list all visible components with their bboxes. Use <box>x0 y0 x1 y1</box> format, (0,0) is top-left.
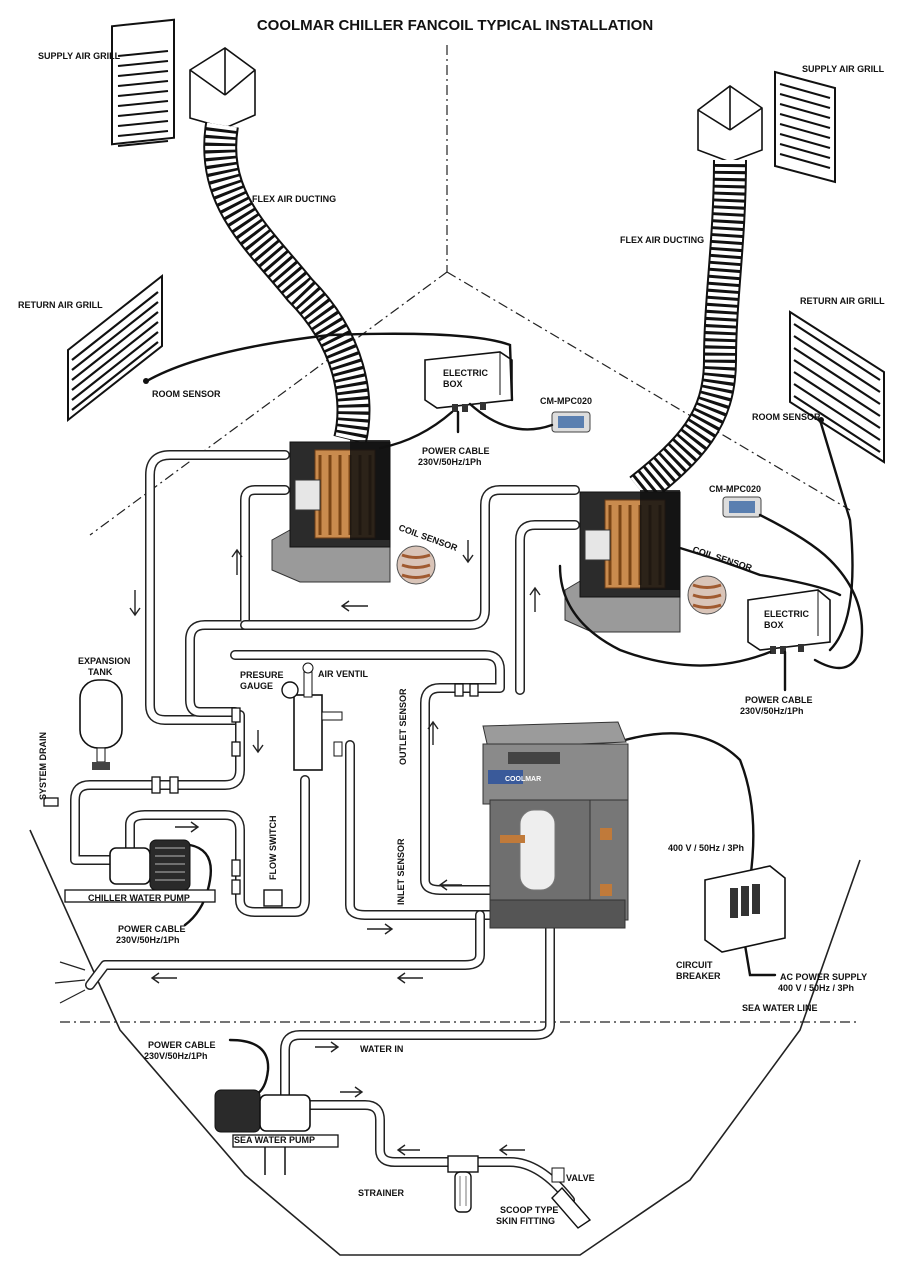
label-power-cable-sea-1: POWER CABLE <box>148 1040 216 1050</box>
supply-air-grill-right <box>774 70 836 184</box>
electrical-cables <box>143 332 864 1097</box>
controller-left <box>551 411 591 433</box>
pipe-valves <box>43 683 479 895</box>
label-room-sensor-right: ROOM SENSOR <box>752 412 821 422</box>
label-electric-box-right-2: BOX <box>764 620 784 630</box>
expansion-tank <box>79 679 123 770</box>
room-sensor-left <box>143 378 149 384</box>
controller-right <box>722 496 762 518</box>
label-return-air-grill-right: RETURN AIR GRILL <box>800 296 885 306</box>
circuit-breaker <box>704 865 786 953</box>
hull-outline <box>29 829 861 1256</box>
label-ac-power-supply-1: AC POWER SUPPLY <box>780 972 867 982</box>
label-supply-air-grill-left: SUPPLY AIR GRILL <box>38 51 121 61</box>
chiller-brand: COOLMAR <box>505 776 541 783</box>
label-return-air-grill-left: RETURN AIR GRILL <box>18 300 103 310</box>
label-power-cable-pump-1: POWER CABLE <box>118 924 186 934</box>
scoop-skin-fitting <box>551 1167 592 1229</box>
chilled-water-piping <box>70 450 580 1205</box>
label-sea-water-pump: SEA WATER PUMP <box>234 1135 315 1145</box>
coil-sensor-inset-right <box>687 575 727 615</box>
coil-sensor-inset-left <box>396 545 436 585</box>
label-valve: VALVE <box>566 1173 595 1183</box>
label-system-drain: SYSTEM DRAIN <box>38 732 48 800</box>
chiller-water-pump <box>64 839 216 903</box>
label-strainer: STRAINER <box>358 1188 405 1198</box>
label-flex-air-ducting-left: FLEX AIR DUCTING <box>252 194 336 204</box>
label-air-ventil: AIR VENTIL <box>318 669 369 679</box>
label-power-cable-left-1: POWER CABLE <box>422 446 490 456</box>
label-expansion-tank-1: EXPANSION <box>78 656 130 666</box>
label-circuit-breaker-1: CIRCUIT <box>676 960 713 970</box>
label-presure-gauge-1: PRESURE <box>240 670 284 680</box>
flow-arrows <box>129 540 541 1156</box>
flow-switch <box>263 889 283 907</box>
label-outlet-sensor: OUTLET SENSOR <box>398 688 408 765</box>
return-air-grill-left <box>67 273 163 423</box>
label-circuit-breaker-2: BREAKER <box>676 971 721 981</box>
sea-valve <box>551 1167 565 1183</box>
label-inlet-sensor: INLET SENSOR <box>396 838 406 905</box>
sea-water-pump <box>214 1089 339 1175</box>
return-air-grill-right <box>789 310 885 464</box>
air-separator <box>281 662 343 771</box>
label-electric-box-left-1: ELECTRIC <box>443 368 489 378</box>
label-expansion-tank-2: TANK <box>88 667 113 677</box>
label-flex-air-ducting-right: FLEX AIR DUCTING <box>620 235 704 245</box>
fancoil-unit-left <box>271 440 391 583</box>
room-sensor-right <box>818 417 824 423</box>
label-room-sensor-left: ROOM SENSOR <box>152 389 221 399</box>
label-power-cable-pump-2: 230V/50Hz/1Ph <box>116 935 180 945</box>
label-scoop-1: SCOOP TYPE <box>500 1205 558 1215</box>
label-scoop-2: SKIN FITTING <box>496 1216 555 1226</box>
label-power-cable-left-2: 230V/50Hz/1Ph <box>418 457 482 467</box>
diagram-title: COOLMAR CHILLER FANCOIL TYPICAL INSTALLA… <box>257 17 653 34</box>
label-cm-mpc020-left: CM-MPC020 <box>540 396 592 406</box>
label-ac-power-supply-2: 400 V / 50Hz / 3Ph <box>778 983 854 993</box>
label-supply-air-grill-right: SUPPLY AIR GRILL <box>802 64 885 74</box>
label-sea-water-line: SEA WATER LINE <box>742 1003 818 1013</box>
label-cm-mpc020-right: CM-MPC020 <box>709 484 761 494</box>
label-water-in: WATER IN <box>360 1044 403 1054</box>
pressure-gauge <box>281 681 299 699</box>
label-power-cable-right-1: POWER CABLE <box>745 695 813 705</box>
label-presure-gauge-2: GAUGE <box>240 681 273 691</box>
label-electric-box-left-2: BOX <box>443 379 463 389</box>
flex-air-duct-left <box>203 122 371 445</box>
label-coil-sensor-right: COIL SENSOR <box>691 544 753 573</box>
label-three-phase: 400 V / 50Hz / 3Ph <box>668 843 744 853</box>
overboard-discharge <box>54 961 86 1004</box>
supply-air-grill-left <box>111 18 175 147</box>
label-power-cable-sea-2: 230V/50Hz/1Ph <box>144 1051 208 1061</box>
strainer <box>447 1155 479 1213</box>
label-flow-switch: FLOW SWITCH <box>268 816 278 881</box>
chiller-unit: COOLMAR <box>482 721 629 929</box>
supply-plenum-left <box>189 47 256 129</box>
supply-plenum-right <box>697 85 763 163</box>
label-chiller-water-pump: CHILLER WATER PUMP <box>88 893 190 903</box>
label-power-cable-right-2: 230V/50Hz/1Ph <box>740 706 804 716</box>
flex-air-duct-right <box>629 159 747 504</box>
fancoil-unit-right <box>564 490 681 633</box>
electric-box-right <box>747 589 831 654</box>
electric-box-left <box>424 351 513 412</box>
label-electric-box-right-1: ELECTRIC <box>764 609 810 619</box>
